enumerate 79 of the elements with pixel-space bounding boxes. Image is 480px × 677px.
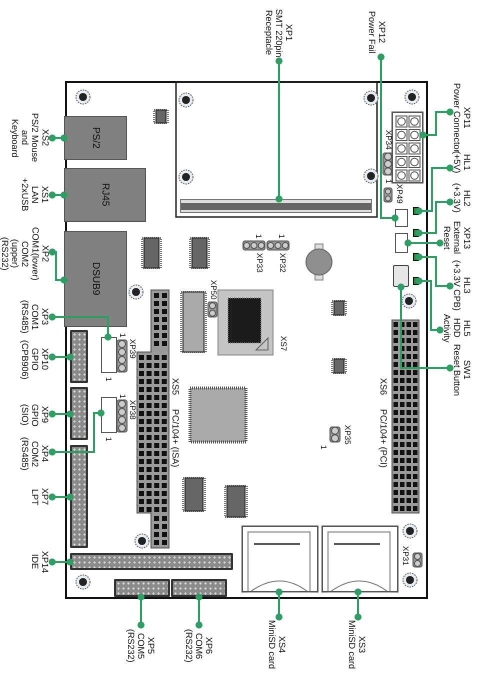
- leader-line: [416, 198, 454, 236]
- callout-label: SW1 Reset Button: [450, 340, 474, 400]
- pin-header: [70, 330, 88, 383]
- leader-line: [48, 248, 68, 284]
- callout-label: XP1 SMT 220pin Receptacle: [262, 5, 296, 61]
- port-connector: DSUB9: [64, 231, 127, 327]
- wire-connector: [101, 397, 117, 433]
- callout-label: XS2 PS/2 Mouse and Keyboard: [8, 108, 52, 168]
- leader-line: [48, 134, 68, 142]
- part-label: PC/104+ (PCI): [378, 408, 388, 468]
- leader-line: [48, 354, 74, 360]
- pin-one-mark: 1: [384, 179, 392, 184]
- leader-line: [48, 494, 74, 500]
- part-label: PC/104+ (ISA): [170, 409, 180, 468]
- part-label: XP50: [209, 280, 217, 300]
- pin-header: [70, 387, 88, 440]
- pin-one-mark: 1: [118, 394, 126, 398]
- callout-label: HL2 (+3.3V): [450, 180, 474, 216]
- part-label: XP49: [395, 184, 403, 204]
- part-label: XP32: [278, 253, 286, 273]
- leader-line: [48, 192, 68, 198]
- wire-connector: [395, 209, 408, 227]
- callout-label: XP4 COM2 (RS485): [18, 433, 52, 475]
- pin-one-mark: 1: [118, 333, 126, 338]
- callout-label: XS1 LAN +2xUSB: [18, 175, 52, 215]
- callout-label: XP2 COM1(lower) COM2 (upper) (RS232): [0, 224, 52, 284]
- part-label: XP34: [384, 130, 392, 150]
- leader-line: [138, 594, 144, 628]
- leader-line: [48, 558, 74, 566]
- leader-line: [48, 410, 74, 418]
- port-connector: PS/2: [64, 116, 127, 160]
- leader-line: [354, 588, 362, 620]
- pin-one-mark: 1: [254, 234, 262, 238]
- part-label: XP35: [343, 425, 351, 445]
- callout-label: XP10 GPIO (CPB906): [18, 338, 52, 380]
- wire-connector: [395, 233, 408, 253]
- part-label: XS6: [378, 378, 388, 395]
- card-slot: [322, 526, 398, 592]
- part-label: XP31: [401, 546, 409, 566]
- power-connector: [392, 112, 423, 183]
- callout-label: XP7 LPT: [28, 477, 52, 517]
- callout-label: XP9 GPIO (SIO): [18, 394, 52, 436]
- leader-line: [404, 240, 444, 246]
- callout-label: XP6 COM6 (RS232): [182, 625, 216, 667]
- callout-label: XS4 MiniSD card: [265, 617, 290, 673]
- part-label: XP38: [128, 400, 136, 420]
- leader-line: [378, 54, 398, 222]
- board-connector-strip: [180, 199, 372, 213]
- pin-header: [171, 579, 227, 597]
- leader-line: [416, 254, 454, 290]
- pin-one-mark: 1: [277, 234, 285, 238]
- pin-header: [70, 445, 88, 548]
- callout-label: XP3 COM1 (RS485): [18, 296, 52, 338]
- callout-label: XP5 COM5 (RS232): [124, 625, 158, 667]
- leader-line: [398, 284, 454, 372]
- leader-line: [48, 314, 112, 340]
- leader-line: [48, 410, 104, 456]
- leader-line: [420, 108, 454, 138]
- leader-line: [416, 278, 444, 334]
- part-label: XS7: [279, 336, 287, 351]
- callout-label: XP12 Power Fail: [365, 7, 390, 57]
- part-label: XP39: [128, 339, 136, 359]
- pin-one-mark: 1: [319, 445, 327, 450]
- leader-line: [276, 588, 282, 620]
- leader-line: [196, 594, 202, 628]
- pin-header: [114, 579, 170, 597]
- pin-one-mark: 1: [104, 377, 112, 382]
- pin-one-mark: 1: [104, 437, 112, 442]
- pin-header: [70, 553, 233, 570]
- callout-label: XP14 IDE: [28, 542, 52, 582]
- push-button: [393, 265, 409, 287]
- leader-line: [416, 164, 454, 214]
- part-label: XP33: [255, 253, 263, 273]
- card-slot: [242, 526, 318, 592]
- part-label: XS5: [170, 378, 180, 395]
- wire-connector: [101, 337, 117, 373]
- callout-label: XS3 MiniSD card: [345, 617, 370, 673]
- port-connector: RJ45: [64, 168, 146, 222]
- leader-line: [276, 58, 282, 202]
